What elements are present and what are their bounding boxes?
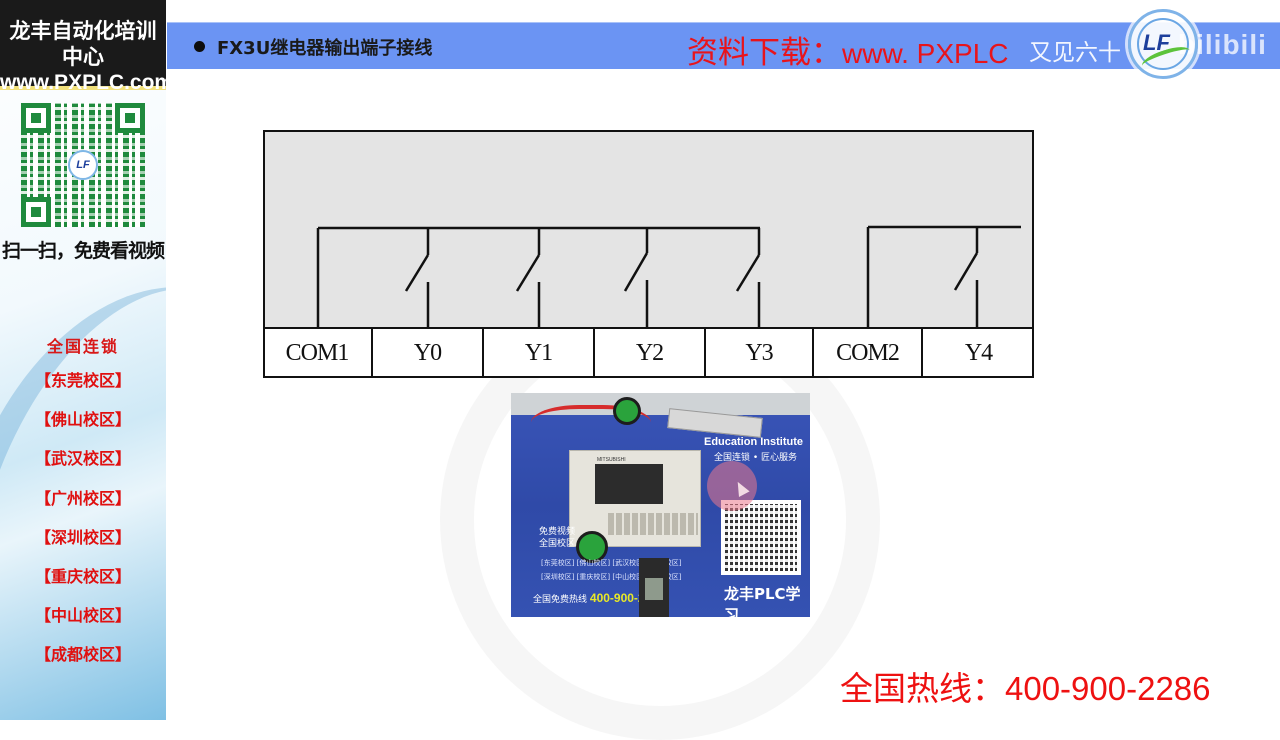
- campus-chongqing[interactable]: 【重庆校区】: [34, 566, 131, 586]
- relay-output-schematic: [263, 130, 1034, 378]
- hotline-number[interactable]: 400-900-2286: [1005, 670, 1211, 707]
- terminal-com2: COM2: [814, 328, 923, 378]
- hotline-label: 全国热线：: [840, 669, 1005, 708]
- photo-qr-code: [721, 500, 801, 575]
- campus-row: [深圳校区] [重庆校区] [中山校区] [成都校区]: [541, 573, 682, 581]
- campus-chengdu[interactable]: 【成都校区】: [34, 645, 131, 665]
- free-text-line: 免费视频: [539, 527, 576, 537]
- terminal-y0: Y0: [373, 328, 484, 378]
- chain-title: 全国连锁: [46, 337, 119, 356]
- terminal-y2: Y2: [595, 328, 706, 378]
- com2-bus: [866, 225, 1021, 328]
- title-bar: FX3U继电器输出端子接线 资料下载：www. PXPLC 又见六十 bilib…: [167, 22, 1280, 72]
- brand-url[interactable]: www.PXPLC.com: [0, 71, 166, 94]
- plc-unit: MITSUBISHI: [569, 450, 701, 547]
- qr-finder-icon: [21, 103, 51, 133]
- terminal-y4: Y4: [964, 339, 993, 366]
- brand-name: 龙丰自动化培训中心: [9, 19, 157, 69]
- slide-title: FX3U继电器输出端子接线: [217, 38, 433, 59]
- hotline: 全国热线：400-900-2286: [840, 662, 1211, 710]
- uploader-watermark: 又见六十: [1029, 40, 1121, 66]
- qr-finder-icon: [115, 103, 145, 133]
- plc-brand: MITSUBISHI: [597, 457, 626, 463]
- free-video-text: 免费视频 全国校区: [539, 526, 575, 550]
- lf-logo-badge: LF: [1128, 9, 1198, 79]
- terminal-strip: COM1 Y0 Y1 Y2 Y3 COM2 Y4: [263, 328, 1034, 378]
- logo-ring: [1137, 18, 1189, 70]
- sidebar: 龙丰自动化培训中心 www.PXPLC.com LF 扫一扫，免费看视频 全国连…: [0, 0, 166, 720]
- plc-front-panel: [595, 464, 663, 504]
- campus-dongguan[interactable]: 【东莞校区】: [34, 371, 131, 390]
- photo-campuses: [东莞校区] [佛山校区] [武汉校区] [广州校区] [深圳校区] [重庆校区…: [541, 556, 682, 584]
- service-text: 全国连锁 • 匠心服务: [714, 453, 798, 463]
- download-url[interactable]: www. PXPLC: [842, 38, 1009, 69]
- photo-top-rail: [511, 393, 810, 415]
- qr-pattern: [725, 504, 797, 571]
- wires: [531, 405, 651, 449]
- campus-guangzhou[interactable]: 【广州校区】: [34, 488, 131, 508]
- photo-hotline-label: 全国免费热线: [533, 595, 588, 605]
- plc-photo: Education Institute 全国连锁 • 匠心服务 MITSUBIS…: [511, 393, 810, 617]
- campus-foshan[interactable]: 【佛山校区】: [34, 410, 131, 430]
- cursor-highlight: [707, 461, 757, 511]
- terminal-y1: Y1: [484, 328, 595, 378]
- plc-terminals: [608, 513, 698, 535]
- qr-finder-icon: [21, 197, 51, 227]
- download-banner: 资料下载：www. PXPLC: [687, 27, 1009, 72]
- photo-slogan: 龙丰PLC学习: [724, 585, 801, 617]
- free-text-line: 全国校区: [539, 539, 576, 549]
- scan-caption: 扫一扫，免费看视频: [1, 240, 165, 262]
- institute-text: Education Institute: [704, 436, 803, 448]
- terminal-com1: COM1: [263, 328, 373, 378]
- qr-code[interactable]: LF: [21, 103, 145, 227]
- relay-module: [639, 558, 669, 617]
- bullet-icon: [194, 41, 205, 52]
- campus-list: 【东莞校区】 【佛山校区】 【武汉校区】 【广州校区】 【深圳校区】 【重庆校区…: [0, 370, 166, 684]
- terminal-y3: Y3: [706, 328, 814, 378]
- green-button-icon: [576, 531, 608, 563]
- download-label: 资料下载：: [687, 35, 842, 71]
- campus-zhongshan[interactable]: 【中山校区】: [34, 606, 131, 626]
- lf-logo-icon: LF: [1143, 30, 1170, 55]
- campus-row: [东莞校区] [佛山校区] [武汉校区] [广州校区]: [541, 559, 682, 567]
- wiring-diagram: [263, 130, 1034, 378]
- green-button-icon: [613, 397, 641, 425]
- campus-wuhan[interactable]: 【武汉校区】: [34, 449, 131, 469]
- lf-logo-icon: LF: [68, 150, 98, 180]
- campus-shenzhen[interactable]: 【深圳校区】: [34, 527, 131, 547]
- brand-banner: 龙丰自动化培训中心 www.PXPLC.com: [0, 0, 166, 94]
- com1-bus: [316, 226, 761, 328]
